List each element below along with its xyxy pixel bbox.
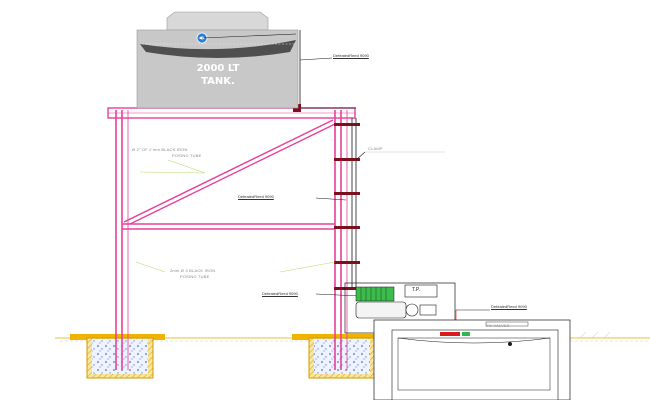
callout-pump: DefeatedReed 9090 xyxy=(262,291,298,296)
callout-top: DefeatedReed 9090 xyxy=(333,53,369,58)
steel-frame xyxy=(107,107,356,370)
control-cabinet xyxy=(373,319,571,400)
tube-lower-label-line2: POSING TUBE xyxy=(180,274,210,279)
panel-box-label: T.P. xyxy=(412,287,420,293)
callout-mid: DefeatedReed 9090 xyxy=(238,194,274,199)
tank-type-label: TANK. xyxy=(201,76,235,87)
pipe-clamps xyxy=(293,104,360,290)
water-tank xyxy=(136,11,299,109)
tank-capacity-label: 2000 LT xyxy=(196,63,240,74)
clamp-label: CLAMP xyxy=(368,146,383,151)
leader-lines xyxy=(135,33,490,334)
footing-right xyxy=(292,334,387,379)
callout-right: DefeatedReed 9090 xyxy=(491,304,527,309)
right-note-label: 0% VALVES xyxy=(486,323,510,328)
tube-lower-label-line1: 2mm Ø 3 BLACK IRON xyxy=(170,268,216,273)
tube-upper-label-line1: Ø 2" OF 2 mm BLACK IRON xyxy=(132,147,188,152)
footing-left xyxy=(70,334,165,379)
ground-hatch-right xyxy=(579,331,611,339)
tube-upper-label-line2: POSING TUBE xyxy=(172,153,202,158)
